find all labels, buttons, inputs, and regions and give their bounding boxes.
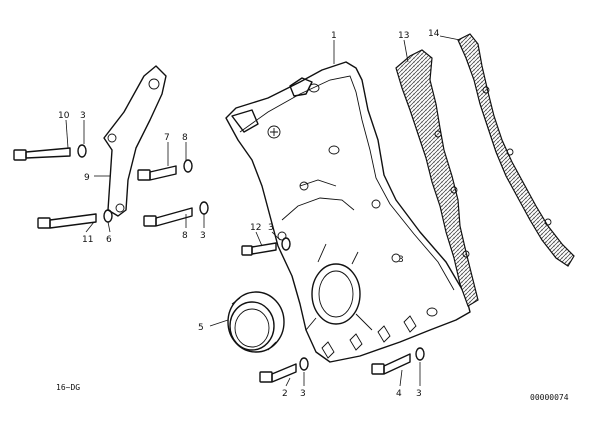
gasket-13 xyxy=(395,49,479,307)
callout-8b: 8 xyxy=(182,231,188,241)
callout-11: 11 xyxy=(82,235,93,245)
leader-lines xyxy=(65,35,461,387)
bolt-8 xyxy=(143,201,209,227)
bracket xyxy=(103,65,167,217)
callout-1: 1 xyxy=(331,31,337,41)
callout-5: 5 xyxy=(198,323,204,333)
callout-8a: 8 xyxy=(182,133,188,143)
callout-7: 7 xyxy=(164,133,170,143)
bolt-7 xyxy=(137,159,193,181)
callout-3d: 3 xyxy=(300,389,306,399)
shaft-seal xyxy=(227,291,285,353)
callout-13: 13 xyxy=(398,31,409,41)
bolt-11 xyxy=(37,209,113,229)
diagram-id: 00000074 xyxy=(530,393,569,402)
callout-10: 10 xyxy=(58,111,70,121)
callout-labels: 1 13 14 10 3 9 7 8 11 6 8 3 12 3 5 2 3 4… xyxy=(58,29,440,399)
callout-12: 12 xyxy=(250,223,261,233)
gasket-14 xyxy=(457,33,575,267)
callout-4: 4 xyxy=(396,389,402,399)
group-label: 16~DG xyxy=(56,383,80,392)
callout-3a: 3 xyxy=(80,111,86,121)
callout-3c: 3 xyxy=(268,223,274,233)
bolt-2 xyxy=(259,357,309,383)
bolt-12 xyxy=(241,237,291,256)
callout-9: 9 xyxy=(84,173,90,183)
callout-14: 14 xyxy=(428,29,440,39)
bolt-4 xyxy=(371,347,425,375)
callout-2: 2 xyxy=(282,389,288,399)
timing-cover xyxy=(225,61,471,363)
callout-6: 6 xyxy=(106,235,112,245)
bolt-10 xyxy=(13,144,87,161)
callout-3b: 3 xyxy=(200,231,206,241)
callout-3f: 3 xyxy=(398,255,404,265)
callout-3e: 3 xyxy=(416,389,422,399)
